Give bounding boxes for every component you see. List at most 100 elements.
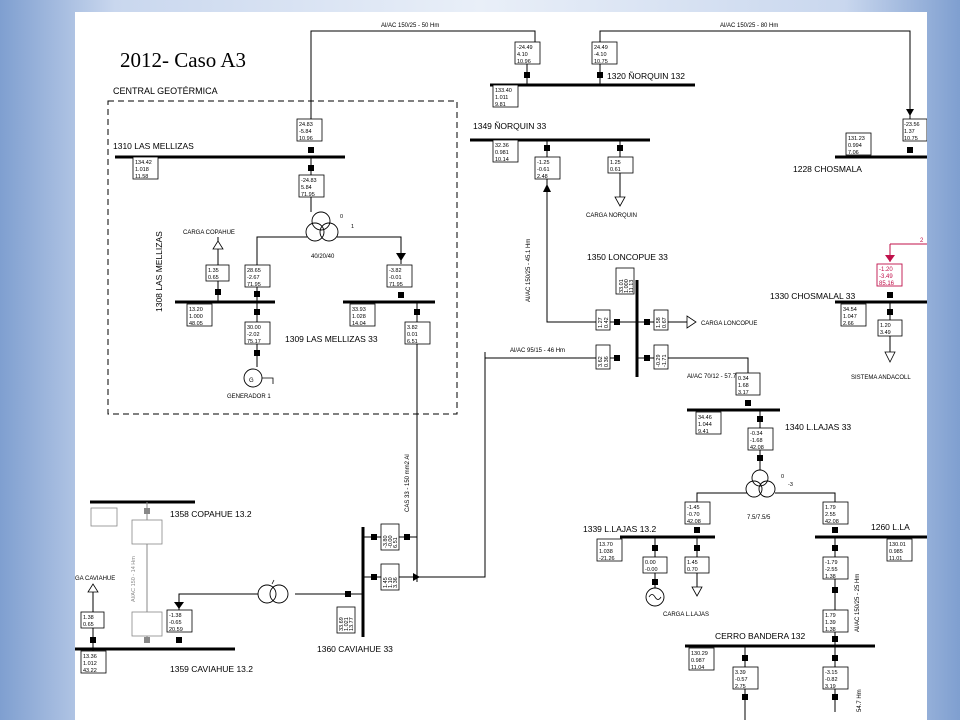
meter-box: 1.79 1.39 1.38: [822, 609, 849, 633]
meter-box: 130.29 0.987 11.04: [688, 647, 715, 671]
svg-text:32.36: 32.36: [495, 143, 509, 149]
breaker[interactable]: [832, 636, 838, 642]
breaker[interactable]: [345, 591, 351, 597]
breaker[interactable]: [694, 545, 700, 551]
line-label-1360-1350: Al/AC 95/15 - 46 Hm: [510, 348, 565, 354]
svg-text:-24.83: -24.83: [301, 178, 317, 184]
breaker[interactable]: [652, 545, 658, 551]
breaker[interactable]: [308, 165, 314, 171]
breaker[interactable]: [398, 292, 404, 298]
breaker[interactable]: [254, 350, 260, 356]
grey-meter: [131, 519, 163, 545]
meter-box: 30.00 -2.02 75.17: [244, 321, 271, 345]
load-label-andacollo: SISTEMA ANDACOLL: [851, 375, 911, 381]
breaker-grey[interactable]: [144, 508, 150, 514]
meter-box: -1.25 -0.61 2.48: [534, 156, 561, 180]
breaker[interactable]: [254, 309, 260, 315]
line-label-1350-1340: Al/AC 70/12 - 57.7 Hm: [687, 374, 747, 380]
breaker[interactable]: [644, 355, 650, 361]
breaker[interactable]: [832, 587, 838, 593]
breaker[interactable]: [652, 579, 658, 585]
svg-text:75.17: 75.17: [247, 339, 261, 345]
meter-box: 13.70 1.038 -21.26: [596, 538, 623, 562]
breaker[interactable]: [176, 637, 182, 643]
meter-box: 33.93 1.028 14.04: [349, 303, 376, 327]
svg-text:-0.57: -0.57: [735, 677, 748, 683]
svg-text:-3.15: -3.15: [825, 670, 838, 676]
meter-box: 1.38 0.65: [80, 611, 105, 629]
breaker[interactable]: [742, 655, 748, 661]
svg-text:1.58: 1.58: [656, 317, 662, 328]
meter-box: -24.83 5.84 71.95: [298, 174, 325, 198]
svg-text:1.028: 1.028: [352, 314, 366, 320]
two-winding-transformer-icon[interactable]: [257, 584, 289, 604]
breaker[interactable]: [832, 527, 838, 533]
breaker[interactable]: [887, 292, 893, 298]
breaker[interactable]: [907, 147, 913, 153]
breaker[interactable]: [757, 455, 763, 461]
breaker-grey[interactable]: [144, 637, 150, 643]
breaker[interactable]: [254, 291, 260, 297]
meter-box: -1.38 -0.65 20.59: [166, 609, 193, 633]
breaker[interactable]: [832, 694, 838, 700]
meter-box: 131.23 0.994 7.06: [845, 132, 872, 156]
bus-label-cerro-bandera: CERRO BANDERA 132: [715, 631, 805, 641]
breaker[interactable]: [614, 355, 620, 361]
svg-text:48.05: 48.05: [189, 321, 203, 327]
breaker[interactable]: [694, 527, 700, 533]
svg-text:1.38: 1.38: [825, 627, 836, 633]
breaker[interactable]: [404, 534, 410, 540]
load-norquin-icon: [614, 196, 626, 207]
breaker[interactable]: [832, 655, 838, 661]
breaker[interactable]: [597, 72, 603, 78]
breaker[interactable]: [617, 145, 623, 151]
breaker[interactable]: [644, 319, 650, 325]
breaker[interactable]: [832, 545, 838, 551]
svg-text:1: 1: [351, 224, 354, 230]
line-label-cb-out: 54.7 Hm: [857, 689, 863, 712]
breaker[interactable]: [757, 416, 763, 422]
line-top-right[interactable]: [599, 30, 911, 119]
breaker[interactable]: [745, 400, 751, 406]
svg-text:7.06: 7.06: [848, 150, 859, 156]
generator-icon[interactable]: G: [243, 368, 263, 388]
svg-text:2.55: 2.55: [825, 512, 836, 518]
svg-text:-4.10: -4.10: [594, 52, 607, 58]
breaker[interactable]: [371, 574, 377, 580]
breaker[interactable]: [544, 145, 550, 151]
load-copahue-icon: [212, 240, 224, 250]
svg-text:9.81: 9.81: [495, 102, 506, 108]
region-label: CENTRAL GEOTÉRMICA: [113, 86, 218, 96]
svg-text:-1.71: -1.71: [662, 354, 668, 367]
svg-text:-1.38: -1.38: [169, 613, 182, 619]
transformer-ratio: 40/20/40: [311, 254, 335, 260]
svg-text:1.45: 1.45: [383, 577, 389, 588]
line-top-left[interactable]: [310, 30, 536, 119]
breaker[interactable]: [90, 637, 96, 643]
breaker[interactable]: [371, 534, 377, 540]
breaker[interactable]: [414, 309, 420, 315]
meter-box: 24.83 -5.84 10.96: [296, 118, 323, 142]
load-label-loncopue: CARGA LONCOPUE: [701, 321, 757, 327]
breaker[interactable]: [215, 289, 221, 295]
breaker[interactable]: [524, 72, 530, 78]
svg-text:0.987: 0.987: [691, 658, 705, 664]
line-1349-1350[interactable]: [546, 179, 595, 323]
breaker[interactable]: [742, 694, 748, 700]
arrow-down-icon: [174, 602, 184, 609]
meter-box: 34.54 1.047 2.66: [840, 303, 867, 327]
diagram-title: 2012- Caso A3: [120, 48, 246, 72]
three-winding-transformer-icon[interactable]: [745, 469, 776, 498]
svg-text:-2.67: -2.67: [247, 275, 260, 281]
breaker[interactable]: [308, 147, 314, 153]
svg-text:1.011: 1.011: [495, 95, 508, 101]
bus-label-1228: 1228 CHOSMALA: [793, 164, 862, 174]
breaker[interactable]: [614, 319, 620, 325]
breaker[interactable]: [887, 309, 893, 315]
three-winding-transformer-icon[interactable]: [305, 211, 339, 242]
svg-text:1.38: 1.38: [83, 615, 94, 621]
svg-text:42.08: 42.08: [825, 519, 839, 525]
svg-text:G: G: [249, 378, 254, 384]
svg-text:-5.84: -5.84: [299, 129, 312, 135]
generator-icon[interactable]: [645, 587, 665, 607]
